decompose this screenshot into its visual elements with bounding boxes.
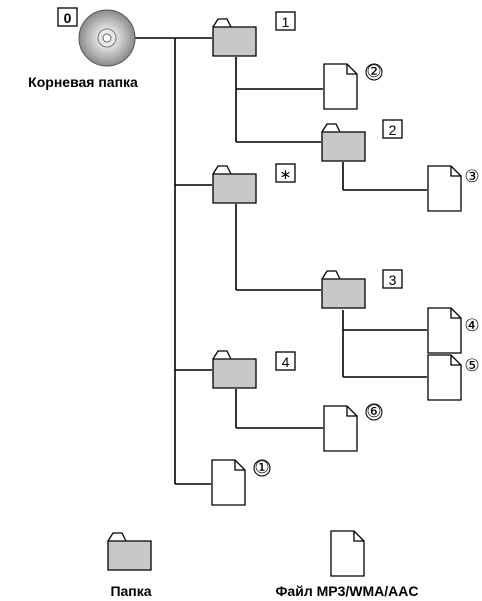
- folder-icon-2: [321, 123, 366, 162]
- file-icon-2: [323, 63, 358, 110]
- root-folder-label: Корневая папка: [28, 74, 138, 90]
- folder-number-1: 1: [282, 14, 290, 30]
- folder-icon-4: [212, 350, 257, 389]
- tree-connectors: [135, 37, 427, 485]
- folder-icon-star: [212, 165, 257, 204]
- file-number-1: ①: [254, 458, 269, 477]
- legend-folder-label: Папка: [110, 583, 151, 599]
- legend-folder-icon: [107, 532, 152, 571]
- file-number-5: ⑤: [464, 356, 479, 375]
- folder-icon-1: [212, 18, 257, 57]
- file-icon-1: [211, 459, 246, 506]
- file-icon-5: [427, 354, 462, 401]
- disc-icon: [78, 9, 136, 67]
- file-number-3: ③: [464, 167, 479, 186]
- file-icon-4: [427, 307, 462, 354]
- folder-icon-3: [321, 270, 366, 309]
- folder-number-star: ∗: [280, 166, 292, 182]
- file-icon-3: [427, 165, 462, 212]
- legend-file-label: Файл MP3/WMA/AAC: [275, 583, 418, 599]
- file-number-6: ⑥: [366, 402, 381, 421]
- file-icon-6: [323, 405, 358, 452]
- file-number-2: ②: [366, 62, 381, 81]
- legend-file-icon: [330, 530, 365, 577]
- folder-number-4: 4: [282, 354, 290, 370]
- root-number: 0: [64, 10, 72, 26]
- file-number-4: ④: [464, 316, 479, 335]
- folder-number-2: 2: [389, 122, 397, 138]
- folder-number-3: 3: [389, 272, 397, 288]
